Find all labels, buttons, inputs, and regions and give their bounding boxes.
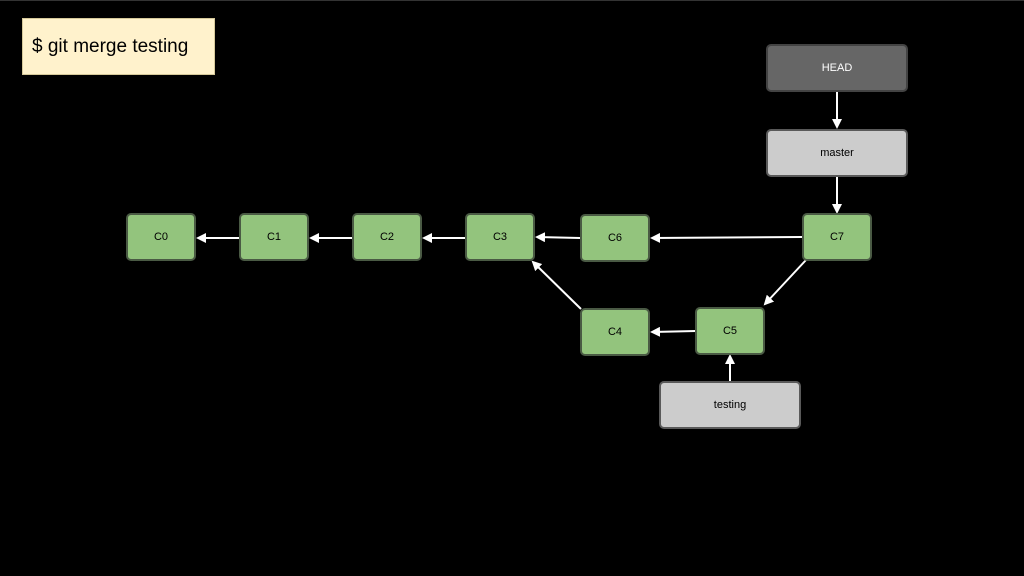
- arrow-c6-to-c3: [535, 232, 581, 243]
- commit-c7: C7: [802, 213, 872, 261]
- arrow-c7-to-c5: [763, 259, 807, 306]
- commit-c3: C3: [465, 213, 535, 261]
- branch-master: master: [766, 129, 908, 177]
- arrow-c5-to-c4: [650, 326, 697, 337]
- head-pointer: HEAD: [766, 44, 908, 92]
- arrow-c7-to-c6: [650, 232, 803, 243]
- arrow-c4-to-c3: [531, 260, 582, 310]
- commit-c1: C1: [239, 213, 309, 261]
- command-label: $ git merge testing: [22, 18, 215, 75]
- commit-c6: C6: [580, 214, 650, 262]
- commit-c4: C4: [580, 308, 650, 356]
- commit-c5: C5: [695, 307, 765, 355]
- branch-testing: testing: [659, 381, 801, 429]
- commit-c2: C2: [352, 213, 422, 261]
- commit-c0: C0: [126, 213, 196, 261]
